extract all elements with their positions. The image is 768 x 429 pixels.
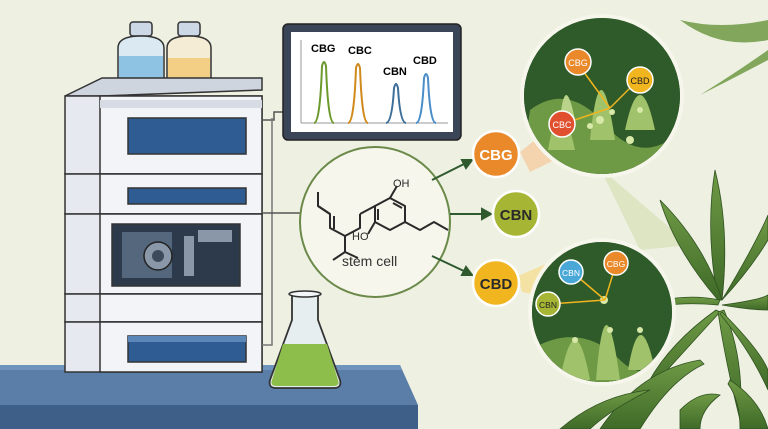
peak-label-cbn: CBN	[383, 66, 407, 78]
output-cbd: CBD	[471, 258, 521, 308]
output-cbn: CBN	[491, 189, 541, 239]
peak-label-cbg: CBG	[311, 43, 335, 55]
chromatogram-monitor: CBG CBC CBN CBD	[282, 23, 462, 141]
leaf-top-right	[680, 20, 768, 95]
oh-top-label: OH	[393, 178, 410, 190]
closeup-top: CBG CBD CBC	[520, 14, 684, 178]
tubing-to-flask	[262, 118, 273, 346]
svg-text:CBD: CBD	[630, 76, 650, 86]
lab-bench	[0, 365, 418, 429]
tag-bottom-cbg: CBG	[603, 250, 629, 276]
hplc-instrument	[64, 77, 263, 373]
erlenmeyer-flask	[268, 290, 342, 389]
closeup-bottom: CBN CBG CBN	[528, 238, 676, 386]
tag-bottom-cbn-blue: CBN	[558, 259, 584, 285]
chromatogram-peak-cbc	[347, 63, 369, 124]
magnify-beam-plant	[600, 168, 690, 250]
peak-label-cbd: CBD	[413, 55, 437, 67]
chromatogram-peak-cbg	[313, 61, 335, 124]
chromatogram-peak-cbd	[415, 73, 437, 124]
output-cbg: CBG	[471, 129, 521, 179]
svg-text:CBC: CBC	[552, 120, 572, 130]
oh-left-label: HO	[352, 231, 369, 243]
svg-text:CBN: CBN	[500, 207, 533, 224]
chromatogram-peak-cbn	[385, 83, 407, 124]
output-arrows	[431, 159, 494, 276]
svg-text:CBG: CBG	[568, 58, 588, 68]
tag-top-cbc: CBC	[548, 110, 576, 138]
svg-text:CBD: CBD	[480, 276, 513, 293]
svg-text:CBG: CBG	[479, 147, 512, 164]
molecule-caption: stem cell	[342, 253, 397, 269]
cannabis-plant	[559, 169, 768, 429]
tag-top-cbg: CBG	[564, 48, 592, 76]
svg-text:CBN: CBN	[562, 268, 580, 278]
peak-label-cbc: CBC	[348, 45, 372, 57]
tubing	[262, 111, 286, 121]
svg-text:CBN: CBN	[539, 300, 557, 310]
tag-top-cbd: CBD	[626, 66, 654, 94]
svg-text:CBG: CBG	[607, 259, 625, 269]
tag-bottom-cbn-green: CBN	[535, 291, 561, 317]
molecule-panel: OH HO stem cell	[299, 146, 451, 298]
cannabinoid-structure	[317, 185, 449, 261]
